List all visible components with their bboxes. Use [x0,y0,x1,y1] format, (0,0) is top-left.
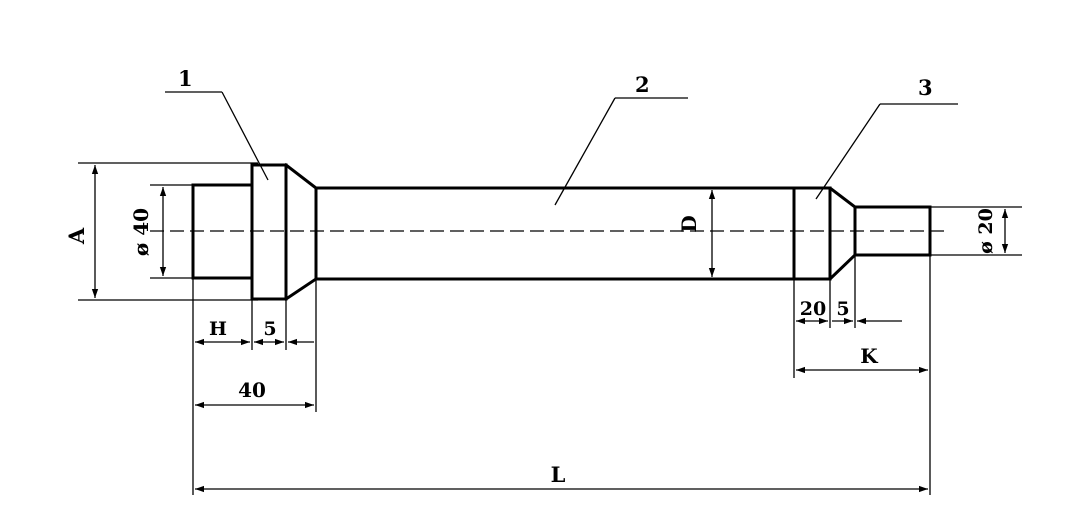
dim-k: K [796,344,928,374]
part-2-outline [314,186,796,281]
callout-3-label: 3 [918,75,933,100]
dim-l: L [195,462,928,493]
dim-h-label: H [209,318,227,340]
dim-a-label: A [64,227,89,245]
dim-d40-label: ø 40 [129,208,153,256]
dim-right-extensions [793,255,931,495]
part-3-outline [792,186,932,281]
dim-a: A [64,162,258,301]
dim-left-extensions [192,278,317,495]
dim-40: 40 [195,378,314,409]
callout-2: 2 [554,72,688,206]
dim-d40: ø 40 [129,184,193,279]
dim-20: 20 [796,298,828,325]
dim-40-label: 40 [238,378,266,402]
dim-5-left: 5 [254,318,314,346]
dim-5-right-label: 5 [836,298,849,320]
dim-l-label: L [551,462,566,487]
callout-1-label: 1 [178,66,193,91]
callout-2-label: 2 [635,72,650,97]
part-1-outline [191,162,318,302]
dim-h: H [195,318,250,346]
dim-d20-label: ø 20 [975,208,997,254]
callout-3: 3 [815,75,958,200]
dim-20-label: 20 [800,298,826,320]
dim-5-left-label: 5 [263,318,276,340]
dim-d: D [677,190,716,277]
callout-1: 1 [165,66,269,181]
dim-5-right: 5 [832,298,902,325]
dim-d-label: D [677,215,701,232]
dim-k-label: K [860,344,878,368]
dim-d20: ø 20 [930,206,1022,256]
